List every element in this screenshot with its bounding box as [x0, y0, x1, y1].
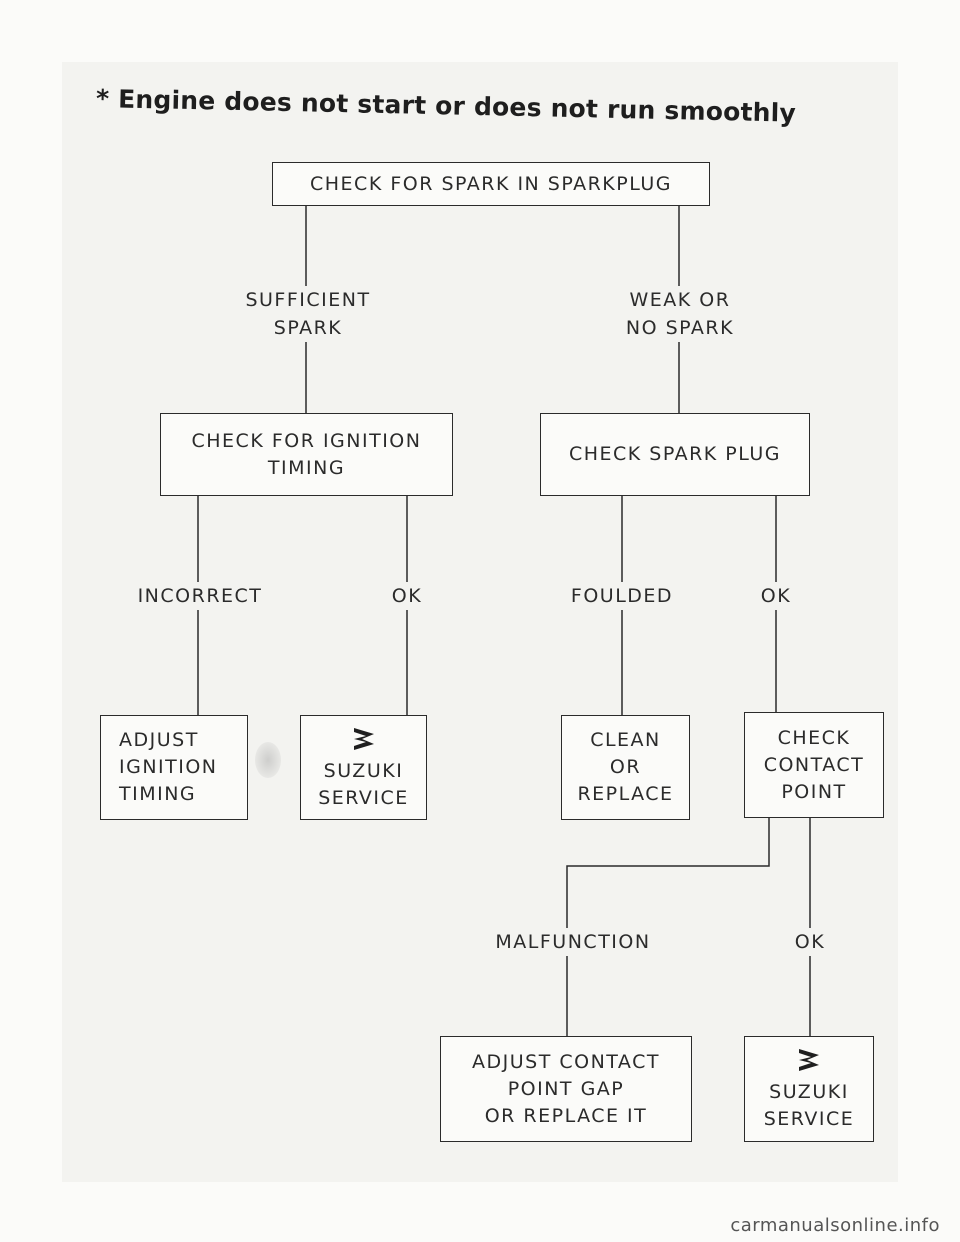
- check-contact-box: CHECK CONTACT POINT: [744, 712, 884, 818]
- check-plug-box: CHECK SPARK PLUG: [540, 413, 810, 496]
- adjust-timing-box: ADJUST IGNITION TIMING: [100, 715, 248, 820]
- suzuki-service-text-1: SUZUKI SERVICE: [318, 759, 409, 809]
- suzuki-logo-icon: [353, 727, 374, 750]
- weak-spark-label: WEAK OR NO SPARK: [610, 286, 750, 342]
- clean-replace-text: CLEAN OR REPLACE: [577, 729, 674, 805]
- ok-plug-label: OK: [758, 582, 794, 610]
- connector-line: [566, 818, 770, 1036]
- check-plug-text: CHECK SPARK PLUG: [568, 443, 782, 465]
- scan-background: [62, 62, 898, 1182]
- adjust-contact-box: ADJUST CONTACT POINT GAP OR REPLACE IT: [440, 1036, 692, 1142]
- check-contact-text: CHECK CONTACT POINT: [763, 726, 865, 803]
- suzuki-logo-icon: [799, 1049, 819, 1071]
- incorrect-label: INCORRECT: [130, 582, 270, 610]
- malfunction-label: MALFUNCTION: [490, 928, 656, 956]
- check-spark-box: CHECK FOR SPARK IN SPARKPLUG: [272, 162, 710, 206]
- sufficient-spark-label: SUFFICIENT SPARK: [238, 286, 378, 342]
- suzuki-service-text-2: SUZUKI SERVICE: [763, 1081, 855, 1130]
- adjust-contact-text: ADJUST CONTACT POINT GAP OR REPLACE IT: [472, 1050, 660, 1127]
- scan-smudge: [255, 742, 281, 778]
- check-spark-text: CHECK FOR SPARK IN SPARKPLUG: [310, 172, 672, 195]
- watermark: carmanualsonline.info: [730, 1215, 940, 1236]
- suzuki-service-box-1: SUZUKI SERVICE: [300, 715, 427, 820]
- fouled-label: FOULDED: [560, 582, 684, 610]
- check-ignition-text: CHECK FOR IGNITION TIMING: [191, 429, 422, 479]
- clean-replace-box: CLEAN OR REPLACE: [561, 715, 690, 820]
- adjust-timing-text: ADJUST IGNITION TIMING: [119, 729, 218, 805]
- suzuki-service-box-2: SUZUKI SERVICE: [744, 1036, 874, 1142]
- check-ignition-box: CHECK FOR IGNITION TIMING: [160, 413, 453, 496]
- ok-contact-label: OK: [792, 928, 828, 956]
- ok-ignition-label: OK: [389, 582, 425, 610]
